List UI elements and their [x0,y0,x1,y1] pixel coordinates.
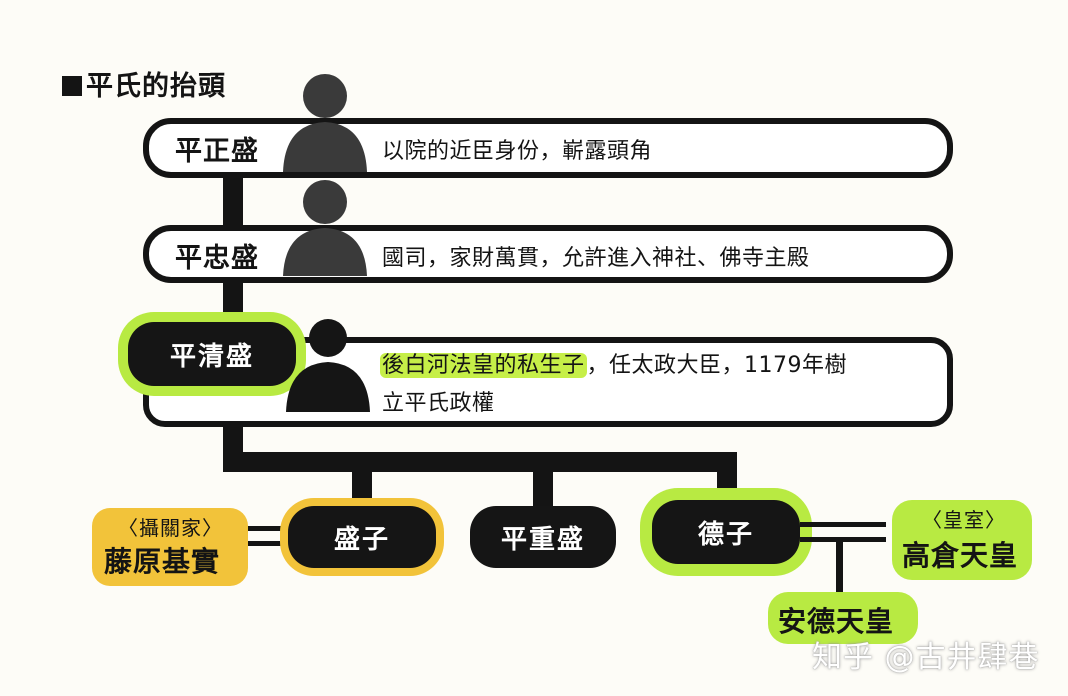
marriage-line-left-a [248,526,292,531]
drop-shigemori [533,468,553,508]
person-silhouette-icon [283,74,367,172]
name-tadamori: 平忠盛 [175,243,259,274]
marriage-line-right-a [800,522,886,527]
watermark: 知乎 @古井肆巷 [812,640,1040,675]
name-kiyomori: 平清盛 [128,322,296,386]
grandchild-bg [768,592,918,644]
child-seiko: 盛子 [288,506,436,568]
child-tokuko: 德子 [652,500,800,564]
marriage-line-right-b [800,537,886,542]
spouse-left-tag: 〈攝關家〉 [118,516,223,540]
desc-masamori: 以院的近臣身份，嶄露頭角 [382,139,653,164]
diagram-title: 平氏的抬頭 [62,64,226,103]
highlight-illegitimate-son: 後白河法皇的私生子 [380,353,587,378]
spouse-left-bg [92,508,248,586]
drop-seiko [352,468,372,508]
name-masamori: 平正盛 [175,136,259,167]
person-silhouette-icon [283,180,367,276]
row-tadamori [143,225,953,283]
children-line [223,452,737,472]
child-shigemori: 平重盛 [470,506,616,568]
drop-tokuko [717,452,737,512]
marriage-line-left-b [248,541,292,546]
desc-kiyomori-line2: 立平氏政權 [382,391,495,416]
spouse-left-name: 藤原基實 [104,545,221,578]
spouse-right-name: 高倉天皇 [902,539,1019,572]
lineage-line-1 [223,175,243,237]
grandchild-name: 安德天皇 [778,605,895,638]
square-bullet-icon [62,76,82,96]
spouse-right-bg [892,500,1032,580]
desc-kiyomori-line1: 後白河法皇的私生子，任太政大臣，1179年樹 [380,353,848,378]
spouse-right-tag: 〈皇室〉 [922,508,1006,532]
grandchild-drop [836,541,843,593]
row-masamori [143,118,953,178]
person-silhouette-icon [286,319,370,412]
desc-tadamori: 國司，家財萬貫，允許進入神社、佛寺主殿 [382,246,810,271]
